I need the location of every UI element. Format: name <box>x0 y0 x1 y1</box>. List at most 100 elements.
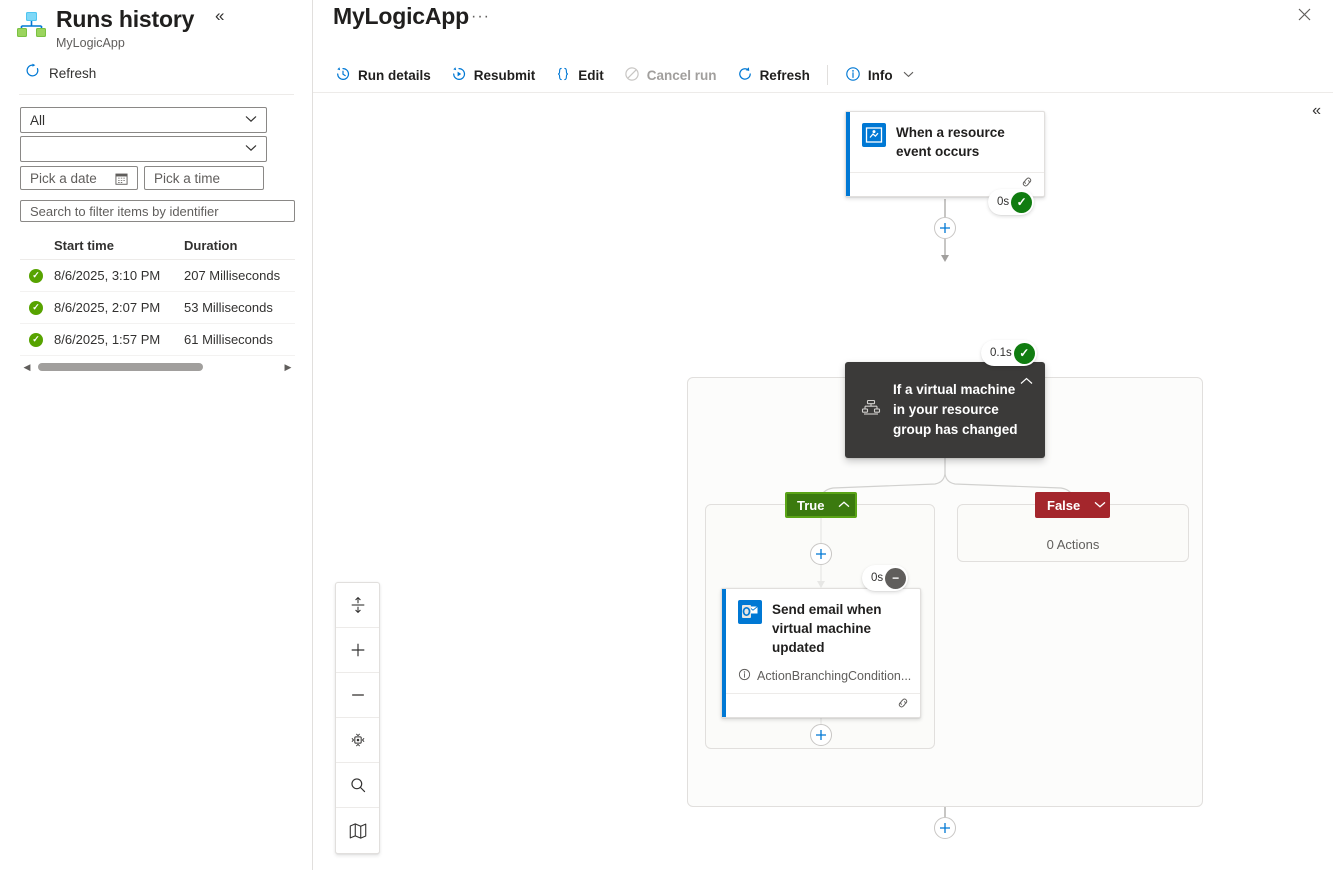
scrollbar-thumb[interactable] <box>38 363 203 371</box>
chevron-up-icon[interactable] <box>1020 374 1033 388</box>
true-label-text: True <box>797 497 825 513</box>
add-step-after-condition[interactable] <box>934 817 956 839</box>
condition-icon <box>861 398 881 423</box>
cancel-run-button: Cancel run <box>614 60 727 90</box>
workflow-node-trigger[interactable]: When a resource event occurs <box>845 111 1045 197</box>
runs-history-panel: Runs history MyLogicApp « Refresh All <box>0 0 313 870</box>
zoom-in-icon[interactable] <box>336 628 379 673</box>
canvas-zoom-toolbar <box>335 582 380 854</box>
add-step-true-branch-bottom[interactable] <box>810 724 832 746</box>
run-status-icon: ✓ <box>20 268 54 283</box>
add-step-true-branch-top[interactable] <box>810 543 832 565</box>
status-success-icon: ✓ <box>1013 342 1035 364</box>
refresh-icon <box>737 66 753 85</box>
refresh-canvas-button[interactable]: Refresh <box>727 60 820 90</box>
refresh-label: Refresh <box>49 65 97 81</box>
close-icon[interactable] <box>1298 8 1311 25</box>
connector-link-icon[interactable] <box>896 696 910 715</box>
panel-subtitle: MyLogicApp <box>56 36 125 50</box>
condition-status-badge: 0.1s ✓ <box>981 340 1037 366</box>
table-horizontal-scrollbar[interactable]: ◀ ▶ <box>20 360 295 374</box>
refresh-icon <box>25 63 40 83</box>
edit-label: Edit <box>578 67 604 83</box>
search-placeholder: Search to filter items by identifier <box>30 203 219 219</box>
info-button[interactable]: Info <box>835 60 924 90</box>
send-email-label: Send email when virtual machine updated <box>772 602 882 655</box>
trigger-status-badge: 0s ✓ <box>988 189 1035 215</box>
scroll-left-icon[interactable]: ◀ <box>23 361 31 372</box>
info-circle-icon <box>845 66 861 85</box>
chevron-up-icon <box>838 499 850 511</box>
page-title: MyLogicApp <box>333 3 469 29</box>
table-row[interactable]: ✓ 8/6/2025, 3:10 PM 207 Milliseconds <box>20 260 295 292</box>
chevron-down-icon <box>903 70 914 81</box>
resubmit-button[interactable]: Resubmit <box>441 60 546 90</box>
resubmit-label: Resubmit <box>473 67 536 83</box>
calendar-icon <box>115 172 128 185</box>
date-picker-placeholder: Pick a date <box>30 170 97 186</box>
table-row[interactable]: ✓ 8/6/2025, 1:57 PM 61 Milliseconds <box>20 324 295 356</box>
sidebar-divider <box>19 94 294 95</box>
runs-history-table: Start time Duration ✓ 8/6/2025, 3:10 PM … <box>20 232 295 356</box>
collapse-canvas-button[interactable]: « <box>1312 102 1321 119</box>
outlook-icon <box>738 600 762 624</box>
scrollbar-track[interactable] <box>34 363 281 371</box>
run-status-icon: ✓ <box>20 300 54 315</box>
branch-label-true[interactable]: True <box>785 492 857 518</box>
condition-duration: 0.1s <box>990 347 1012 359</box>
date-picker-input[interactable]: Pick a date <box>20 166 138 190</box>
connector-link-icon[interactable] <box>1020 175 1034 194</box>
time-picker-input[interactable]: Pick a time <box>144 166 264 190</box>
run-details-button[interactable]: Run details <box>325 60 441 90</box>
command-bar-separator <box>826 65 828 85</box>
refresh-label: Refresh <box>759 67 810 83</box>
run-details-pane: MyLogicApp ··· Run details <box>313 0 1333 870</box>
send-email-status-badge: 0s − <box>862 565 909 591</box>
pan-mode-icon[interactable] <box>336 718 379 763</box>
zoom-out-icon[interactable] <box>336 673 379 718</box>
status-filter-value: All <box>30 112 46 128</box>
command-bar: Run details Resubmit <box>313 58 1333 93</box>
status-filter-dropdown[interactable]: All <box>20 107 267 133</box>
table-row[interactable]: ✓ 8/6/2025, 2:07 PM 53 Milliseconds <box>20 292 295 324</box>
send-email-subtext-row: ActionBranchingCondition... <box>722 668 920 693</box>
scroll-right-icon[interactable]: ▶ <box>284 361 292 372</box>
run-details-label: Run details <box>358 67 431 83</box>
add-step-after-trigger[interactable] <box>934 217 956 239</box>
false-branch-empty-label: 0 Actions <box>1046 537 1100 552</box>
refresh-button[interactable]: Refresh <box>25 63 96 83</box>
more-options-button[interactable]: ··· <box>471 8 490 25</box>
sidebar-header: Runs history MyLogicApp <box>14 4 194 51</box>
cancel-circle-icon <box>624 66 640 85</box>
edit-button[interactable]: Edit <box>545 60 614 90</box>
workflow-node-condition[interactable]: If a virtual machine in your resource gr… <box>845 362 1045 458</box>
workflow-node-send-email[interactable]: Send email when virtual machine updated … <box>721 588 921 718</box>
node-accent-bar <box>722 589 726 717</box>
trigger-label: When a resource event occurs <box>896 125 1005 159</box>
identifier-search-input[interactable]: Search to filter items by identifier <box>20 200 295 222</box>
table-header-start-time: Start time <box>54 238 114 253</box>
resubmit-icon <box>451 66 467 85</box>
event-grid-icon <box>862 123 886 147</box>
node-footer <box>722 693 920 717</box>
status-success-icon: ✓ <box>1011 191 1033 213</box>
secondary-filter-dropdown[interactable] <box>20 136 267 162</box>
status-skipped-icon: − <box>885 567 907 589</box>
run-start-time: 8/6/2025, 3:10 PM <box>54 268 161 283</box>
search-icon[interactable] <box>336 763 379 808</box>
node-footer <box>846 172 1044 196</box>
collapse-panel-button[interactable]: « <box>215 6 225 25</box>
info-label: Info <box>867 67 893 83</box>
workflow-canvas[interactable]: « <box>313 94 1333 870</box>
cancel-run-label: Cancel run <box>646 67 717 83</box>
false-label-text: False <box>1047 497 1081 513</box>
minimap-icon[interactable] <box>336 808 379 853</box>
fit-to-screen-icon[interactable] <box>336 583 379 628</box>
table-header-row: Start time Duration <box>20 232 295 260</box>
run-duration: 61 Milliseconds <box>184 332 273 347</box>
condition-label: If a virtual machine in your resource gr… <box>893 382 1018 437</box>
branch-label-false[interactable]: False <box>1035 492 1110 518</box>
chevron-down-icon <box>1094 499 1106 511</box>
table-header-duration: Duration <box>184 238 238 253</box>
logic-app-icon <box>14 8 48 42</box>
